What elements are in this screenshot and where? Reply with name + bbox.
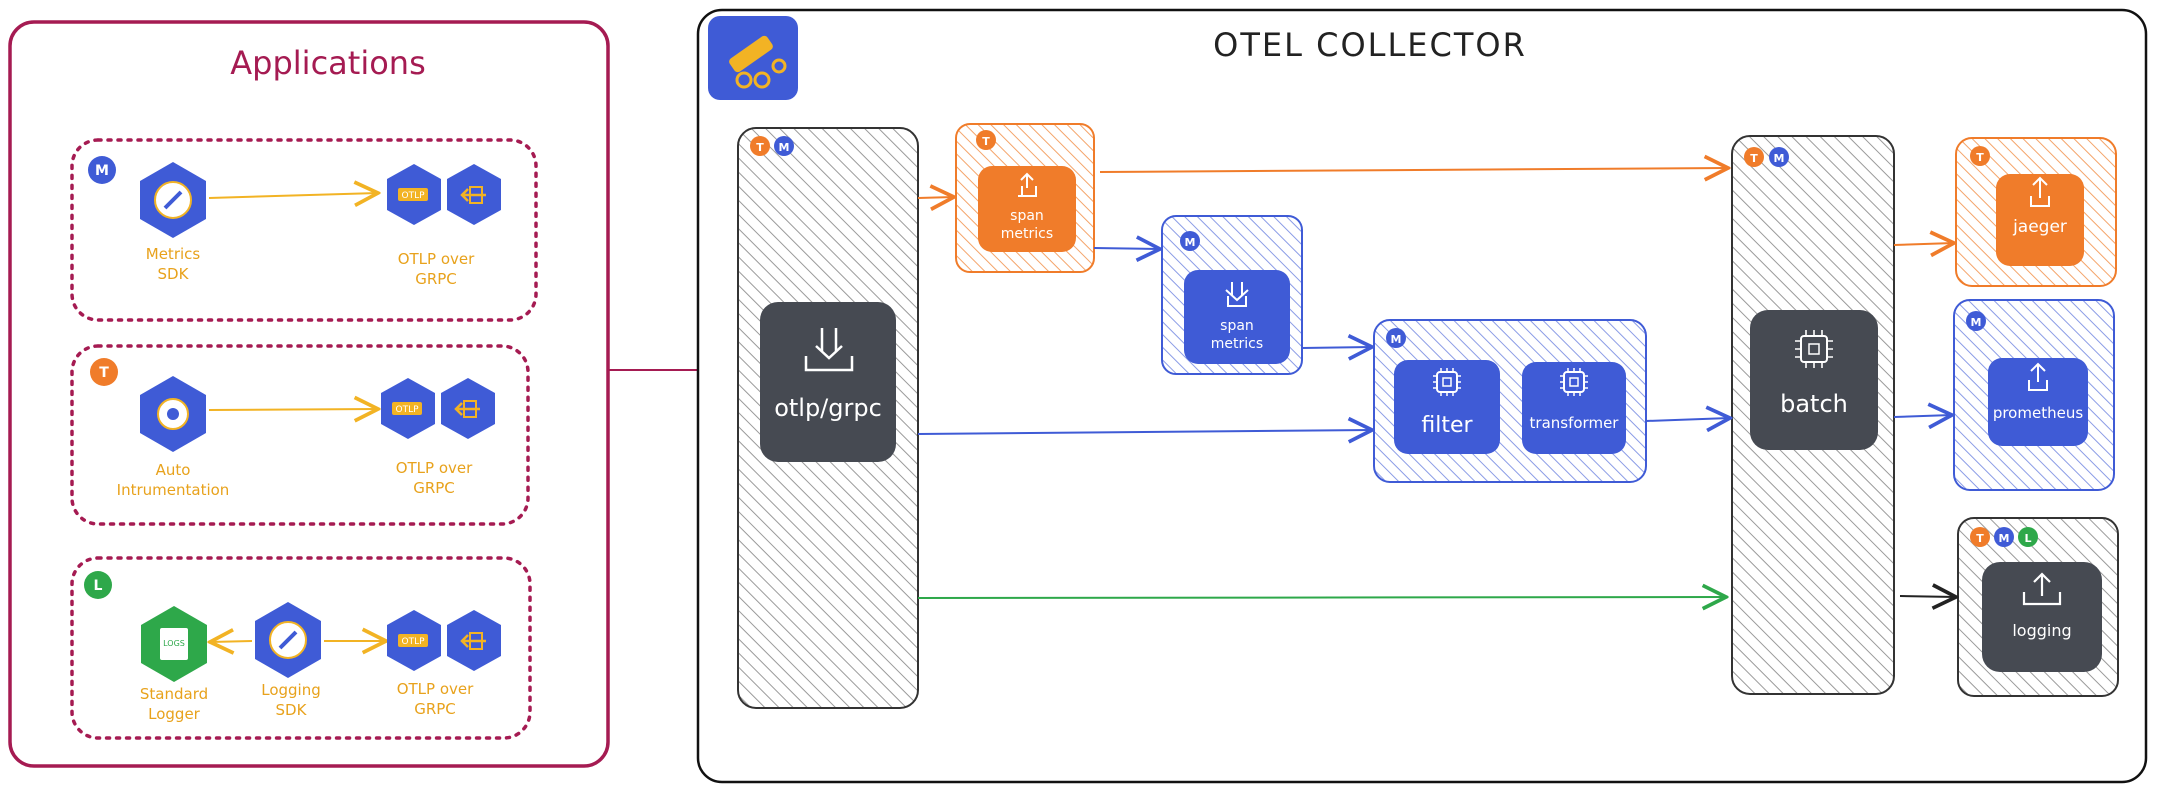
upload-icon	[2028, 362, 2048, 391]
logging-label: logging	[2012, 621, 2071, 640]
span-metrics-badge: M	[1185, 236, 1196, 249]
auto-instrumentation-label: Auto	[156, 461, 191, 479]
logs-badge: L	[84, 571, 112, 599]
otlp-over-grpc-label: OTLP over	[398, 250, 475, 268]
standard-logger-label-2: Logger	[148, 705, 201, 723]
app-group-traces: T Auto Intrumentation OTLP OTLP over GRP…	[70, 344, 530, 526]
span-metrics-icon	[1018, 172, 1037, 197]
processors-group: M filter transformer	[1373, 319, 1647, 483]
svg-text:OTLP: OTLP	[401, 191, 425, 201]
prometheus-badge: M	[1971, 316, 1982, 329]
upload-icon	[2030, 176, 2050, 207]
span-metrics-icon	[1225, 282, 1249, 307]
grpc-icon	[441, 378, 495, 439]
otlp-exporter-icon: OTLP	[387, 164, 441, 225]
metrics-sdk-icon	[140, 162, 206, 238]
auto-instrumentation-label-2: Intrumentation	[117, 481, 230, 499]
span-metrics-label: span	[1220, 318, 1254, 334]
span-metrics-label-2: metrics	[1001, 226, 1053, 242]
svg-text:L: L	[94, 578, 103, 594]
cpu-icon	[1433, 368, 1461, 396]
logging-sdk-icon	[255, 602, 321, 678]
svg-text:OTLP: OTLP	[401, 637, 425, 647]
app-group-metrics: M Metrics SDK OTLP OTLP over GRPC	[70, 138, 538, 322]
otlp-over-grpc-label: OTLP over	[396, 459, 473, 477]
svg-text:LOGS: LOGS	[163, 639, 185, 648]
logging-sdk-label: Logging	[261, 681, 321, 699]
cpu-icon	[1795, 330, 1833, 368]
filter-processor: filter	[1394, 360, 1500, 454]
receiver-badges: T M	[750, 136, 794, 156]
span-metrics-metrics: M span metrics	[1161, 215, 1303, 375]
svg-text:T: T	[756, 141, 764, 154]
cpu-icon	[1560, 368, 1588, 396]
standard-logger-icon: LOGS	[141, 606, 207, 682]
jaeger-badge: T	[1976, 151, 1984, 164]
span-metrics-label: span	[1010, 208, 1044, 224]
receiver-label: otlp/grpc	[774, 394, 882, 422]
auto-instrumentation-icon	[140, 376, 206, 452]
transformer-processor: transformer	[1522, 362, 1626, 454]
otel-logo-icon	[708, 16, 798, 100]
collector-title: OTEL COLLECTOR	[1213, 26, 1527, 64]
filter-label: filter	[1421, 413, 1473, 438]
logging-badge: L	[2024, 532, 2031, 545]
otlp-over-grpc-label-2: GRPC	[413, 479, 455, 497]
grpc-icon	[447, 610, 501, 671]
otlp-over-grpc-label-2: GRPC	[415, 270, 457, 288]
span-metrics-traces: T span metrics	[955, 123, 1095, 273]
metrics-sdk-label-2: SDK	[158, 265, 190, 283]
pipeline-arrows	[917, 168, 1956, 598]
logging-sdk-label-2: SDK	[276, 701, 308, 719]
applications-title: Applications	[230, 44, 425, 82]
svg-text:OTLP: OTLP	[395, 405, 419, 415]
jaeger-label: jaeger	[2012, 217, 2067, 237]
metrics-sdk-label: Metrics	[146, 245, 201, 263]
logging-badge: T	[1976, 532, 1984, 545]
prometheus-exporter: M prometheus	[1953, 299, 2115, 491]
traces-badge: T	[90, 358, 118, 386]
span-metrics-badge: T	[982, 135, 990, 148]
svg-text:T: T	[99, 365, 109, 381]
app-group-logs: L LOGS Standard Logger Logging SDK OTLP …	[70, 556, 532, 740]
span-metrics-label-2: metrics	[1211, 336, 1263, 352]
receiver-icon	[804, 328, 854, 372]
svg-text:M: M	[779, 141, 790, 154]
grpc-icon	[447, 164, 501, 225]
otlp-over-grpc-label-2: GRPC	[414, 700, 456, 718]
logging-exporter: T M L logging	[1957, 517, 2119, 697]
logging-badge: M	[1999, 532, 2010, 545]
transformer-label: transformer	[1530, 414, 1620, 432]
standard-logger-label: Standard	[140, 685, 208, 703]
otlp-exporter-icon: OTLP	[387, 610, 441, 671]
otlp-grpc-receiver: T M otlp/grpc	[737, 127, 919, 709]
svg-text:M: M	[95, 163, 109, 179]
metrics-badge: M	[88, 156, 116, 184]
batch-badge: M	[1774, 152, 1785, 165]
processors-badge: M	[1391, 333, 1402, 346]
batch-badge: T	[1750, 152, 1758, 165]
otlp-exporter-icon: OTLP	[381, 378, 435, 439]
upload-icon	[2022, 572, 2062, 606]
jaeger-exporter: T jaeger	[1955, 137, 2117, 287]
batch-label: batch	[1780, 390, 1848, 418]
prometheus-label: prometheus	[1993, 404, 2084, 422]
otlp-over-grpc-label: OTLP over	[397, 680, 474, 698]
batch-processor: T M batch	[1731, 135, 1895, 695]
